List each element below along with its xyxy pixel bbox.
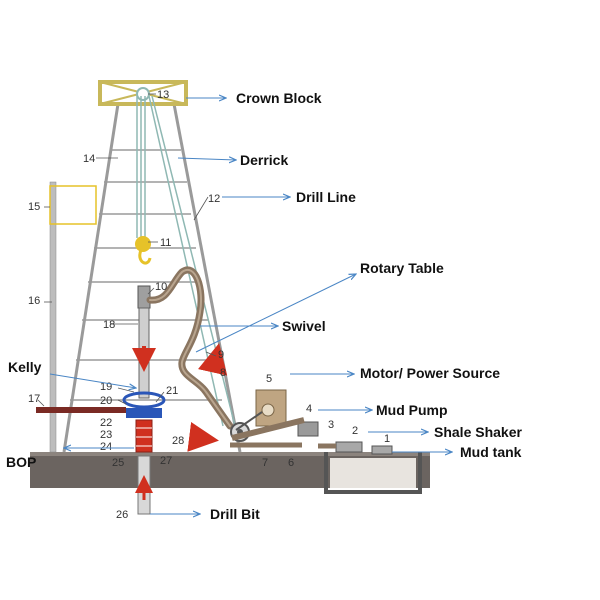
number-17: 17 — [28, 393, 40, 405]
number-6: 6 — [288, 457, 294, 469]
label-rotary-table: Rotary Table — [360, 260, 444, 276]
motor — [256, 390, 286, 426]
number-26: 26 — [116, 509, 128, 521]
number-16: 16 — [28, 295, 40, 307]
number-2: 2 — [352, 425, 358, 437]
label-drill-line: Drill Line — [296, 189, 356, 205]
number-15: 15 — [28, 201, 40, 213]
label-motor: Motor/ Power Source — [360, 365, 500, 381]
label-swivel: Swivel — [282, 318, 326, 334]
bop-stack — [136, 420, 152, 452]
number-3: 3 — [328, 419, 334, 431]
number-20: 20 — [100, 395, 112, 407]
number-11: 11 — [160, 237, 171, 249]
number-7: 7 — [262, 457, 268, 469]
number-1: 1 — [384, 433, 390, 445]
mud-tank — [326, 452, 420, 492]
number-10: 10 — [155, 281, 167, 293]
number-27: 27 — [160, 455, 172, 467]
number-23: 23 — [100, 429, 112, 441]
drill-string — [138, 456, 150, 514]
number-24: 24 — [100, 441, 112, 453]
number-5: 5 — [266, 373, 272, 385]
number-28: 28 — [172, 435, 184, 447]
number-12: 12 — [208, 193, 220, 205]
label-derrick: Derrick — [240, 152, 288, 168]
label-mud-pump: Mud Pump — [376, 402, 448, 418]
number-8: 8 — [220, 367, 226, 379]
crown-block — [100, 82, 186, 104]
number-14: 14 — [83, 153, 95, 165]
number-25: 25 — [112, 457, 124, 469]
number-18: 18 — [103, 319, 115, 331]
number-9: 9 — [218, 349, 224, 361]
number-22: 22 — [100, 417, 112, 429]
number-13: 13 — [157, 89, 169, 101]
label-drill-bit: Drill Bit — [210, 506, 260, 522]
hook — [135, 236, 151, 263]
number-4: 4 — [306, 403, 312, 415]
label-bop: BOP — [6, 454, 36, 470]
label-shale-shaker: Shale Shaker — [434, 424, 522, 440]
label-crown-block: Crown Block — [236, 90, 322, 106]
number-leaders — [38, 94, 216, 406]
label-kelly: Kelly — [8, 359, 42, 375]
label-mud-tank: Mud tank — [460, 444, 522, 460]
number-21: 21 — [166, 385, 178, 397]
